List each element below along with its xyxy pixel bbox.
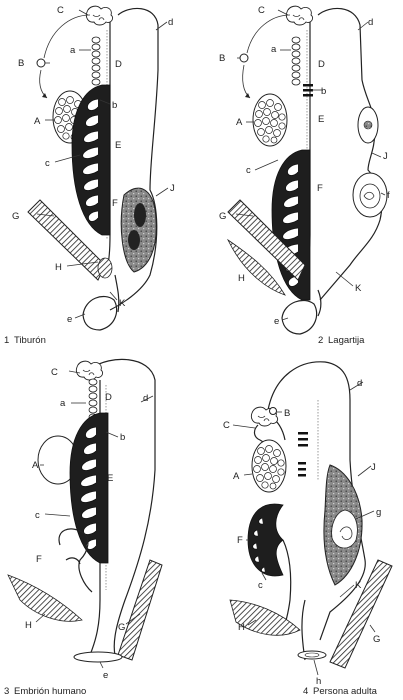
p1-label-d: d xyxy=(168,17,173,28)
p2-caption: Lagartija xyxy=(328,335,365,346)
panel-3-human-embryo: C a D b A E c F H G e d 3 Embrión humano xyxy=(4,358,163,697)
p4-label-g: g xyxy=(376,507,381,518)
p2-label-E: E xyxy=(318,114,324,125)
p1-label-K: K xyxy=(119,298,126,309)
p2-caption-number: 2 xyxy=(318,335,323,346)
p3-label-a: a xyxy=(60,398,66,409)
panel-4-adult-human: C B A F c J g K H h G d 4 Persona adulta xyxy=(223,361,393,697)
p4-label-c: c xyxy=(258,580,263,591)
p1-label-E: E xyxy=(115,140,121,151)
p4-label-d: d xyxy=(357,378,362,389)
p2-label-c: c xyxy=(246,165,251,176)
p4-label-B: B xyxy=(284,408,290,419)
p2-label-A: A xyxy=(236,117,243,128)
p3-label-H: H xyxy=(25,620,32,631)
panel-1-shark: C a B D b A E c F J G H K e d 1 Tiburón xyxy=(4,5,175,346)
p1-label-J: J xyxy=(170,183,175,194)
p2-label-a: a xyxy=(271,44,277,55)
p1-label-G: G xyxy=(12,211,19,222)
p2-label-D: D xyxy=(318,59,325,70)
p3-label-D: D xyxy=(105,392,112,403)
p4-label-A: A xyxy=(233,471,240,482)
p3-label-C: C xyxy=(51,367,58,378)
p1-label-A: A xyxy=(34,116,41,127)
p2-label-C: C xyxy=(258,5,265,16)
p3-label-c: c xyxy=(35,510,40,521)
p4-caption-number: 4 xyxy=(303,686,308,697)
p1-caption: Tiburón xyxy=(14,335,46,346)
p2-label-G: G xyxy=(219,211,226,222)
p1-label-F: F xyxy=(112,198,118,209)
p2-label-e: e xyxy=(274,316,279,327)
p1-label-B: B xyxy=(18,58,24,69)
p4-label-J: J xyxy=(371,462,376,473)
p2-label-f: f xyxy=(387,190,390,201)
p3-label-d: d xyxy=(143,393,148,404)
p3-label-b: b xyxy=(120,432,125,443)
p2-label-F: F xyxy=(317,183,323,194)
p2-label-B: B xyxy=(219,53,225,64)
p4-label-H: H xyxy=(238,622,245,633)
p4-caption: Persona adulta xyxy=(313,686,378,697)
p3-label-A: A xyxy=(32,460,39,471)
p1-label-c: c xyxy=(45,158,50,169)
p1-label-C: C xyxy=(57,5,64,16)
p2-label-d: d xyxy=(368,17,373,28)
p3-caption-number: 3 xyxy=(4,686,9,697)
p2-label-J: J xyxy=(383,151,388,162)
p4-label-h: h xyxy=(316,676,321,687)
p2-label-H: H xyxy=(238,273,245,284)
panel-2-lizard: C a B D b A E J c F f G H K e d 2 Lagart… xyxy=(219,5,390,346)
p1-label-e: e xyxy=(67,314,72,325)
p1-label-b: b xyxy=(112,100,117,111)
p4-label-G: G xyxy=(373,634,380,645)
p1-caption-number: 1 xyxy=(4,335,9,346)
p3-label-e: e xyxy=(103,670,108,681)
p1-label-H: H xyxy=(55,262,62,273)
p3-label-F: F xyxy=(36,554,42,565)
p3-label-E: E xyxy=(107,473,113,484)
p1-label-a: a xyxy=(70,45,76,56)
p4-label-K: K xyxy=(355,580,362,591)
p3-caption: Embrión humano xyxy=(14,686,86,697)
p4-label-F: F xyxy=(237,535,243,546)
p2-label-b: b xyxy=(321,86,326,97)
p4-label-C: C xyxy=(223,420,230,431)
p1-label-D: D xyxy=(115,59,122,70)
p3-label-G: G xyxy=(118,622,125,633)
p2-label-K: K xyxy=(355,283,362,294)
